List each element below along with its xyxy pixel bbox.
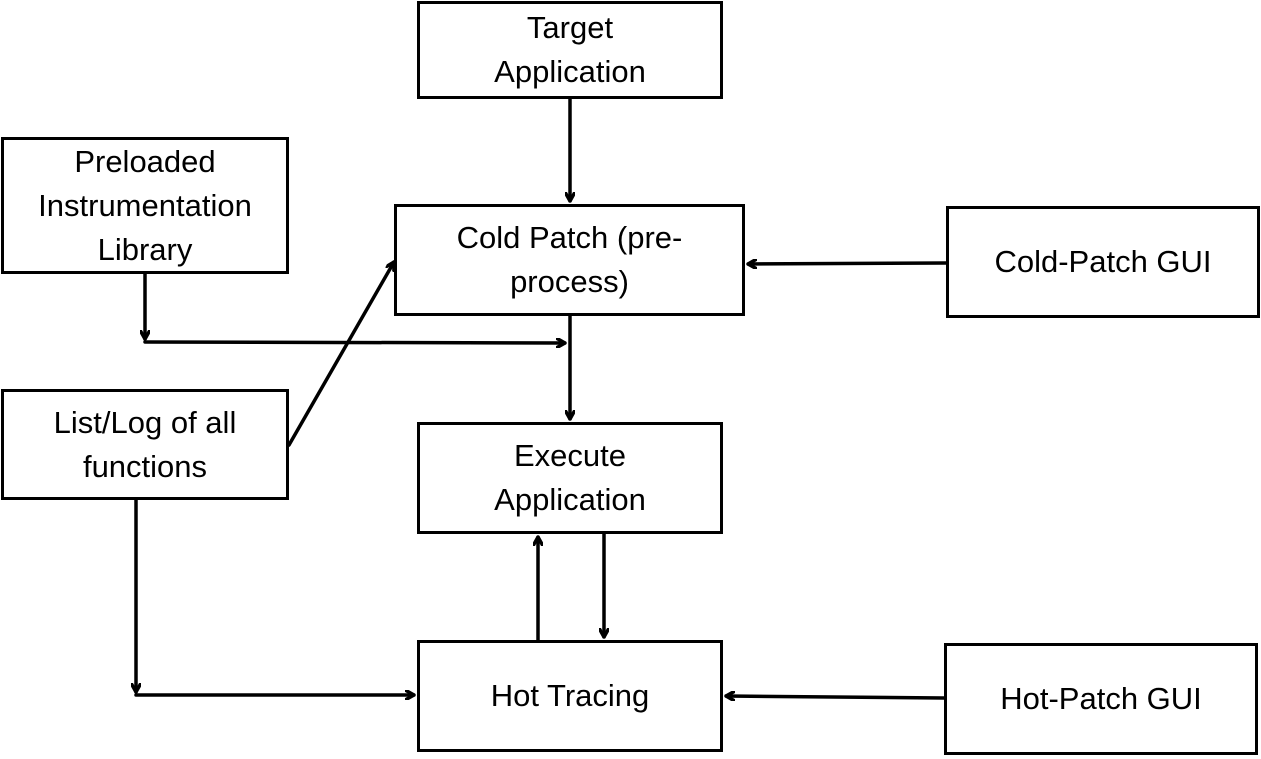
list-log-label-line2: functions	[82, 448, 208, 484]
preloaded-library-label-line2: Instrumentation	[38, 187, 252, 223]
target-application-label-line2: Application	[494, 54, 646, 89]
target-application-box: Target Application	[417, 1, 723, 99]
list-log-label-line1: List/Log of all	[53, 404, 237, 440]
arrow-cold-gui-to-cold-patch	[746, 263, 948, 264]
cold-patch-box: Cold Patch (pre- process)	[394, 204, 745, 316]
cold-patch-label-line1: Cold Patch (pre-	[456, 220, 683, 255]
arrow-preloaded-to-flow	[143, 342, 567, 343]
hot-tracing-label: Hot Tracing	[490, 678, 650, 713]
execute-application-box: Execute Application	[417, 422, 723, 534]
execute-application-label-line2: Application	[494, 482, 646, 517]
list-log-box: List/Log of all functions	[1, 389, 289, 500]
execute-application-label-line1: Execute	[513, 438, 626, 473]
preloaded-library-label-line1: Preloaded	[74, 143, 216, 179]
arrow-list-log-to-cold-patch	[287, 260, 396, 447]
cold-patch-gui-label: Cold-Patch GUI	[994, 244, 1212, 279]
preloaded-library-label-line3: Library	[97, 231, 193, 267]
cold-patch-label-line2: process)	[510, 264, 629, 299]
arrow-hot-gui-to-hot-tracing	[724, 696, 946, 698]
preloaded-library-box: Preloaded Instrumentation Library	[1, 137, 289, 274]
cold-patch-gui-box: Cold-Patch GUI	[946, 206, 1260, 318]
target-application-label-line1: Target	[526, 10, 614, 45]
hot-tracing-box: Hot Tracing	[417, 640, 723, 752]
hot-patch-gui-label: Hot-Patch GUI	[1000, 681, 1202, 716]
hot-patch-gui-box: Hot-Patch GUI	[944, 643, 1258, 755]
